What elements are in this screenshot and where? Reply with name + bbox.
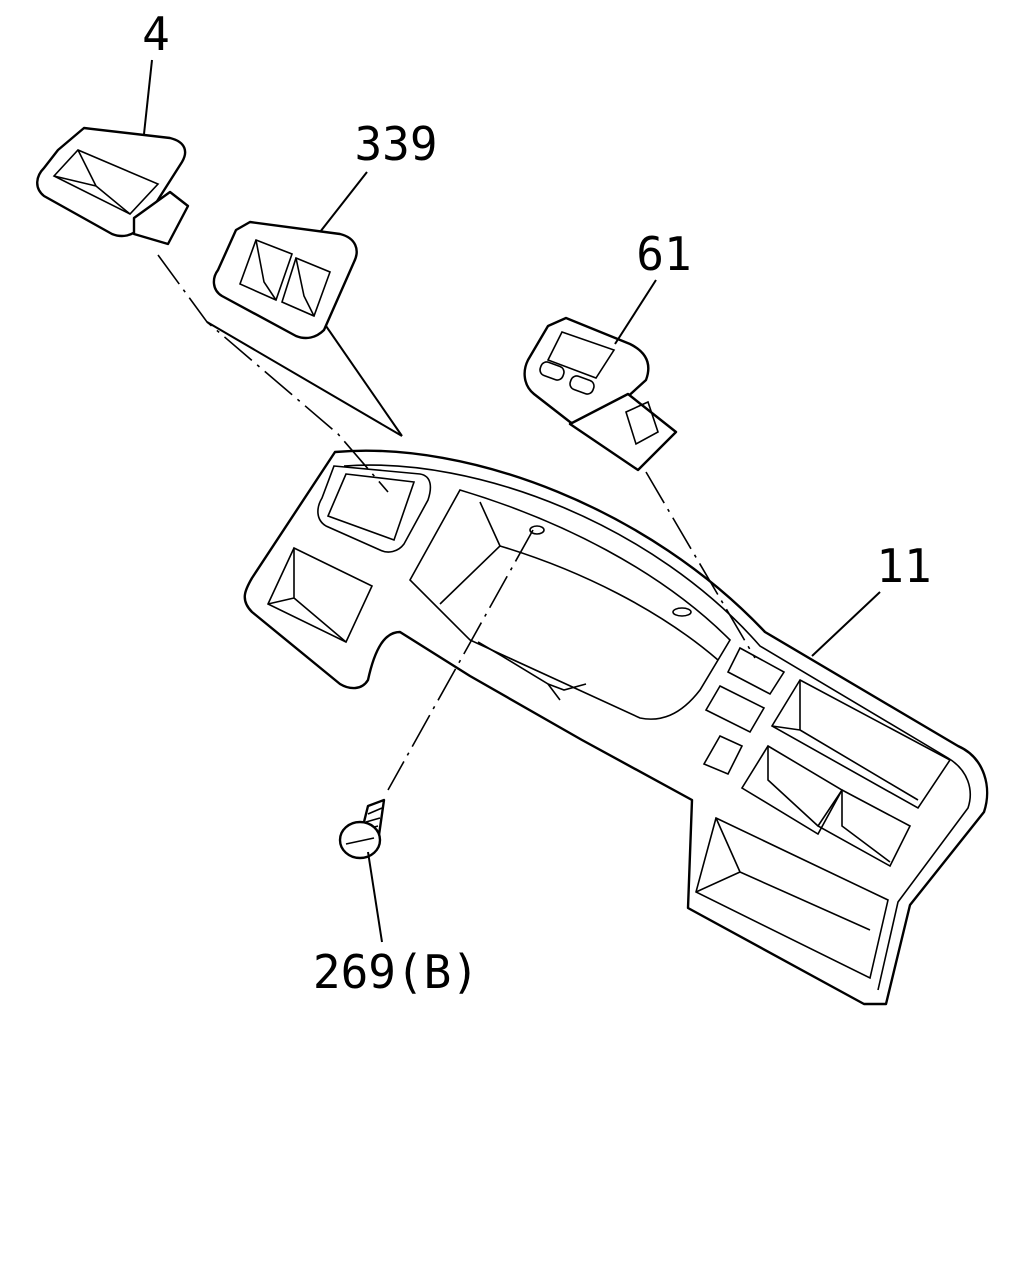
clock-display-part-61[interactable] xyxy=(523,316,678,472)
double-switch-part-339[interactable] xyxy=(212,220,358,340)
switch-part-4[interactable] xyxy=(36,126,190,246)
centerline-part-339-b xyxy=(325,325,403,437)
centerline-part-4 xyxy=(157,254,389,493)
leader-line-4 xyxy=(143,59,153,135)
leader-line-339 xyxy=(319,171,368,233)
callout-269b: 269(B) xyxy=(313,945,479,999)
centerline-part-339-a xyxy=(206,321,403,437)
callout-11: 11 xyxy=(876,539,931,593)
callout-61: 61 xyxy=(636,227,691,281)
leader-line-11 xyxy=(811,591,881,657)
callout-339: 339 xyxy=(354,117,437,171)
leader-line-269b xyxy=(367,851,383,943)
screw-part-269b[interactable] xyxy=(338,798,386,860)
centerline-part-61 xyxy=(645,471,756,659)
callout-4: 4 xyxy=(142,7,170,61)
leader-line-61 xyxy=(614,279,657,345)
instrument-panel-bezel-part-11[interactable] xyxy=(243,449,989,1006)
